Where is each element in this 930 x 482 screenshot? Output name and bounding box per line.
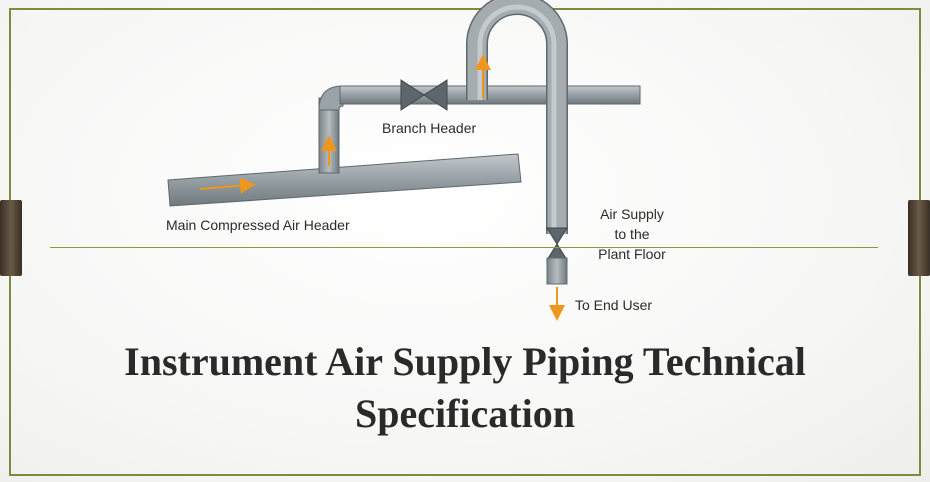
main-header-pipe	[167, 153, 522, 207]
page-title: Instrument Air Supply Piping Technical S…	[124, 339, 806, 436]
divider-line	[50, 247, 878, 248]
valve-icon	[546, 227, 568, 261]
branch-header-pipe	[339, 85, 641, 105]
drop-pipe	[546, 257, 568, 285]
air-supply-label: Air Supply to the Plant Floor	[598, 206, 666, 262]
flow-arrow-icon	[199, 177, 256, 194]
riser-pipe	[318, 85, 344, 174]
branch-header-label: Branch Header	[382, 120, 477, 136]
main-header-label: Main Compressed Air Header	[166, 217, 350, 233]
end-user-label: To End User	[575, 297, 653, 313]
left-binder-tab	[0, 200, 22, 276]
right-binder-tab	[908, 200, 930, 276]
gooseneck-pipe	[466, 0, 568, 234]
valve-icon	[400, 79, 448, 111]
